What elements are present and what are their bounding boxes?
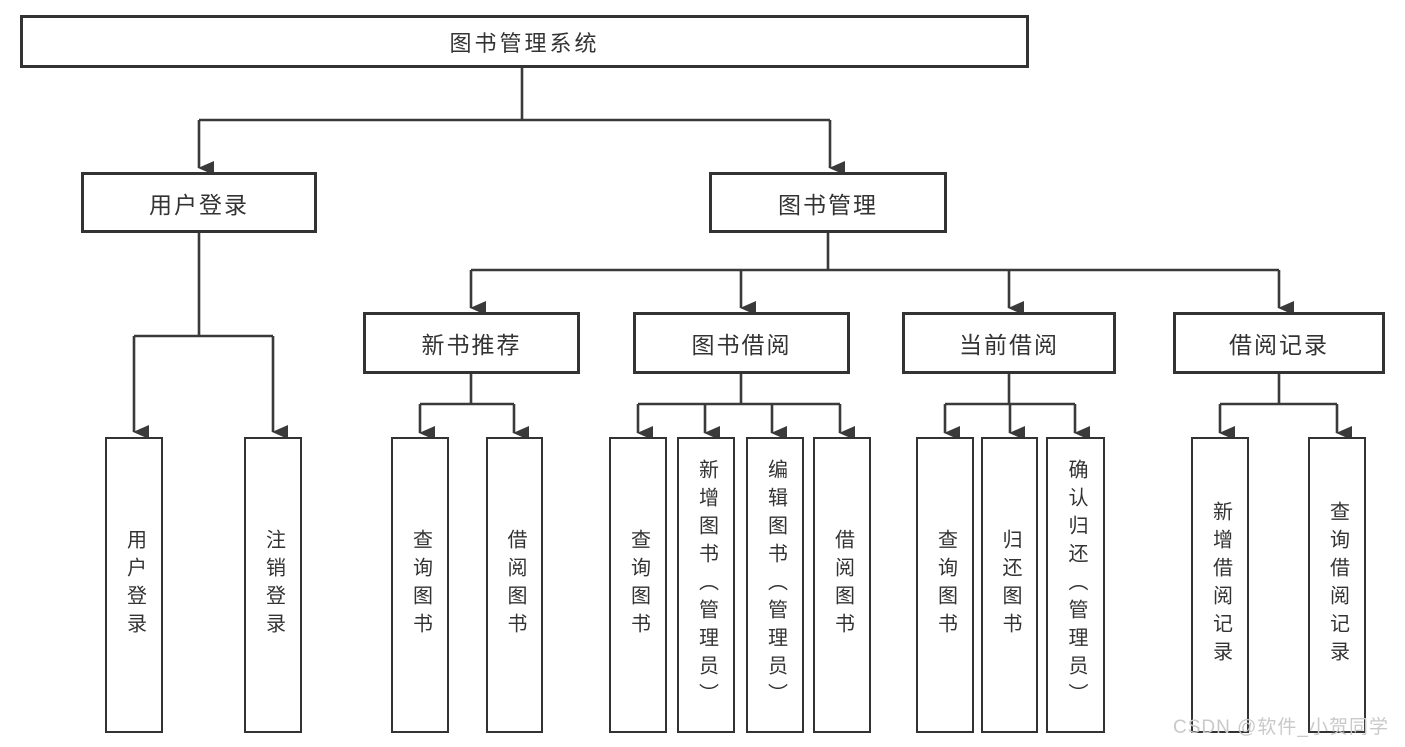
node-label: 当前借阅: [959, 332, 1059, 358]
node-label: 确认归还（管理员）: [1065, 459, 1087, 711]
node-label: 图书管理: [778, 191, 878, 218]
node-edit-books-admin: 编辑图书（管理员）: [746, 437, 804, 733]
node-label: 查询借阅记录: [1326, 501, 1349, 669]
node-label: 用户登录: [149, 191, 249, 218]
node-label: 查询图书: [934, 529, 957, 641]
node-label: 编辑图书（管理员）: [764, 459, 787, 711]
node-logout: 注销登录: [244, 437, 302, 733]
node-add-borrow-record: 新增借阅记录: [1191, 437, 1249, 733]
node-label: 归还图书: [999, 529, 1021, 641]
node-current-borrowing: 当前借阅: [902, 312, 1116, 374]
node-book-borrowing: 图书借阅: [633, 312, 850, 374]
node-label: 注销登录: [262, 529, 285, 641]
node-confirm-return-admin: 确认归还（管理员）: [1046, 437, 1105, 733]
node-return-books: 归还图书: [981, 437, 1038, 733]
node-user-login-group: 用户登录: [81, 172, 317, 233]
node-label: 借阅记录: [1229, 332, 1329, 358]
node-library-management-system: 图书管理系统: [20, 15, 1029, 68]
csdn-watermark: CSDN @软件_小贺同学: [1173, 717, 1389, 738]
node-query-books-borrowing: 查询图书: [609, 437, 667, 733]
node-add-books-admin: 新增图书（管理员）: [677, 437, 735, 733]
node-label: 图书借阅: [691, 332, 792, 358]
node-label: 借阅图书: [504, 529, 526, 641]
node-query-books-current: 查询图书: [916, 437, 974, 733]
node-label: 新增图书（管理员）: [695, 459, 718, 711]
node-label: 查询图书: [409, 529, 432, 641]
node-label: 新书推荐: [421, 332, 522, 358]
node-label: 图书管理系统: [449, 30, 600, 56]
node-new-book-recommend: 新书推荐: [363, 312, 580, 374]
node-borrow-books: 借阅图书: [813, 437, 871, 733]
node-label: 借阅图书: [831, 529, 854, 641]
node-label: 查询图书: [627, 529, 650, 641]
node-user-login: 用户登录: [105, 437, 163, 733]
node-borrow-records: 借阅记录: [1173, 312, 1385, 374]
node-query-books-recommend: 查询图书: [391, 437, 449, 733]
node-label: 新增借阅记录: [1209, 501, 1232, 669]
node-book-management: 图书管理: [709, 172, 947, 233]
node-borrow-books-recommend: 借阅图书: [486, 437, 543, 733]
node-label: 用户登录: [123, 529, 146, 641]
node-query-borrow-record: 查询借阅记录: [1308, 437, 1366, 733]
